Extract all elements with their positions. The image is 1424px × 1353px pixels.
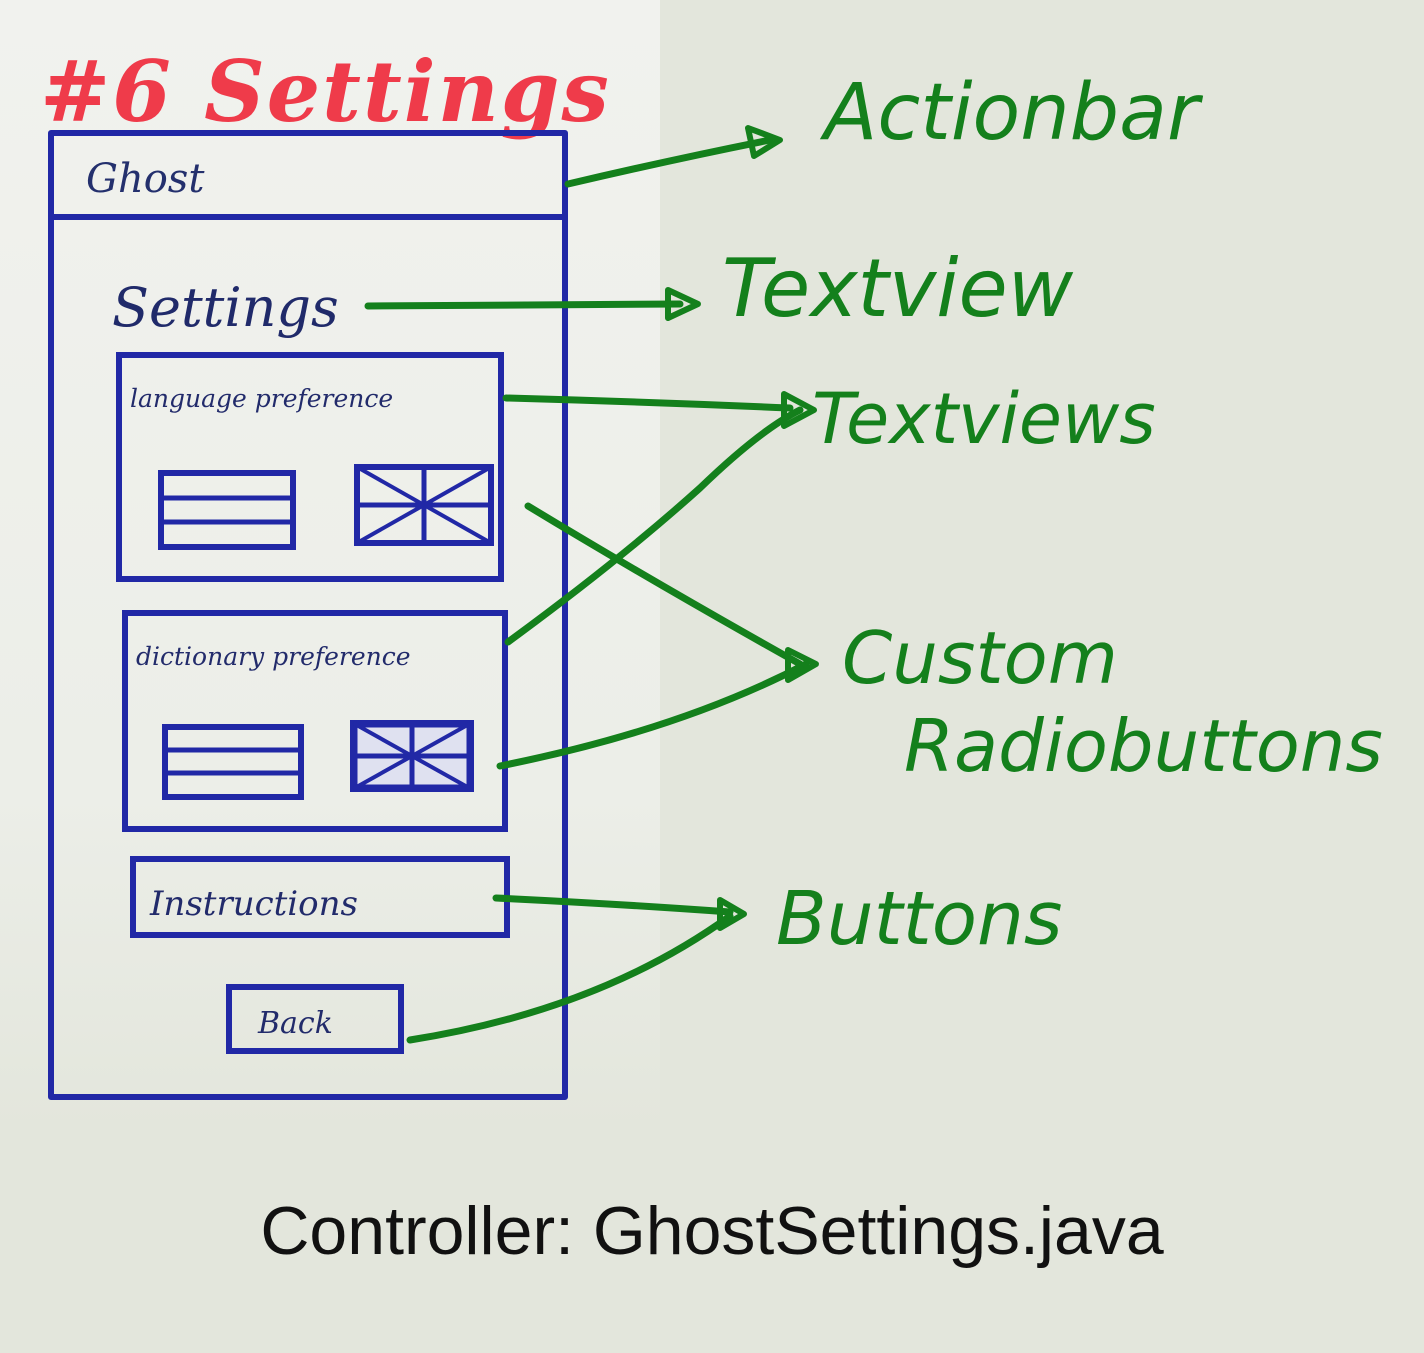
settings-heading: Settings (112, 276, 339, 339)
callout-radiobuttons: Radiobuttons (904, 704, 1383, 788)
dutch-flag-icon[interactable] (162, 724, 304, 800)
arrow-back (406, 912, 734, 1044)
callout-actionbar: Actionbar (824, 68, 1200, 158)
controller-caption: Controller: GhostSettings.java (260, 1193, 1164, 1269)
arrowhead-textview (665, 287, 701, 321)
arrow-language-flags (524, 502, 804, 668)
callout-buttons: Buttons (776, 876, 1063, 962)
british-flag-icon[interactable] (350, 720, 474, 792)
sketch-title: #6 Settings (40, 42, 611, 141)
actionbar-title: Ghost (86, 156, 205, 202)
callout-textview: Textview (722, 242, 1074, 335)
arrow-dictionary-label (504, 406, 804, 646)
arrow-language-label (502, 394, 794, 412)
back-button[interactable]: Back (226, 984, 404, 1054)
dutch-flag-icon[interactable] (158, 470, 296, 550)
arrow-actionbar (564, 136, 774, 188)
phone-frame: Ghost Settings language preference dicti… (48, 130, 568, 1100)
arrow-dictionary-flags (496, 660, 810, 770)
british-flag-icon[interactable] (354, 464, 494, 546)
arrowhead-buttons (717, 897, 747, 931)
callout-custom: Custom (842, 616, 1118, 700)
callout-textviews: Textviews (812, 378, 1156, 460)
arrow-instructions (492, 894, 734, 916)
arrowhead-actionbar (745, 125, 783, 159)
instructions-button[interactable]: Instructions (130, 856, 510, 938)
language-preference-group: language preference (116, 352, 504, 582)
sketch-paper (0, 0, 660, 1130)
arrowhead-textviews (781, 391, 817, 429)
dictionary-preference-group: dictionary preference (122, 610, 508, 832)
arrow-textview (364, 300, 684, 310)
actionbar: Ghost (54, 136, 562, 220)
dictionary-preference-label: dictionary preference (136, 642, 411, 671)
arrowhead-custom-radiobuttons (785, 647, 819, 683)
language-preference-label: language preference (130, 384, 394, 413)
